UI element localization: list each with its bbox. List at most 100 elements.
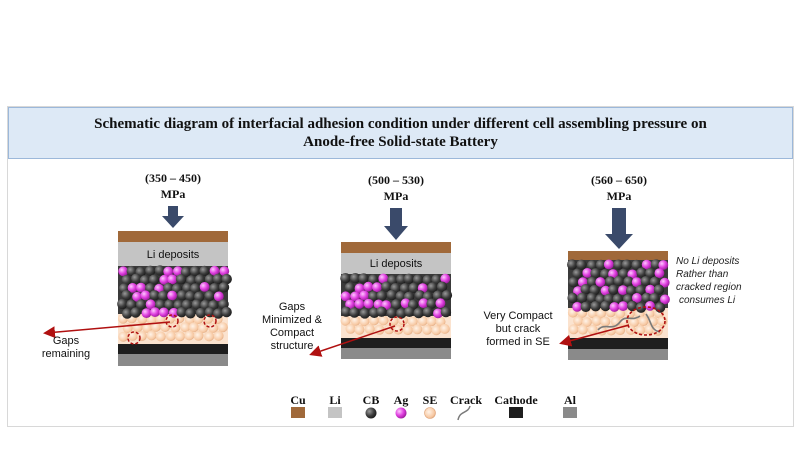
se-particle	[577, 324, 588, 335]
cb-particle	[164, 299, 175, 310]
cell-3-side-note-line-3: cracked region	[676, 282, 742, 293]
cb-particle	[126, 265, 137, 277]
ag-particle	[136, 282, 146, 293]
ag-particle	[631, 277, 642, 287]
cb-particle	[399, 283, 411, 294]
cb-particle	[567, 259, 578, 270]
se-particle	[435, 316, 446, 327]
cb-particle	[185, 290, 196, 302]
se-particle	[587, 324, 598, 335]
crack-curve-icon	[457, 405, 471, 421]
cell-1-cathode-band	[118, 344, 228, 354]
cb-particle	[149, 290, 160, 301]
title-box: Schematic diagram of interfacial adhesio…	[8, 107, 793, 159]
se-particle	[208, 322, 219, 333]
se-particle-icon	[424, 407, 436, 419]
cb-particle	[590, 301, 601, 312]
cell-1-gap-markers	[127, 314, 217, 345]
se-particle	[417, 315, 428, 326]
cb-particle	[580, 284, 591, 295]
cb-particle	[590, 268, 601, 279]
cell-2-li-label: Li deposits	[370, 258, 423, 270]
ag-particle	[363, 298, 374, 309]
cb-particle	[396, 308, 407, 319]
cell-3-al-layer	[568, 349, 668, 360]
cb-particle	[595, 259, 607, 271]
legend-label-se: SE	[423, 393, 438, 407]
ag-particle	[660, 294, 670, 305]
se-particle	[439, 323, 450, 334]
cell-1-pointer	[43, 321, 171, 339]
se-particle	[407, 316, 418, 327]
cb-particle	[204, 307, 216, 318]
cell-2-note-line-4: structure	[271, 340, 314, 352]
cell-2-pressure-range: (500 – 530)	[368, 173, 424, 187]
cell-3-side-note-line-2: Rather than	[676, 269, 729, 280]
ag-particle	[199, 282, 210, 292]
ag-particle	[132, 291, 143, 302]
cb-particle	[650, 259, 662, 270]
se-particle	[359, 316, 370, 327]
cb-particle	[654, 302, 666, 313]
cb-particle	[386, 307, 397, 319]
se-particle	[426, 316, 437, 327]
legend-label-li: Li	[329, 393, 341, 407]
se-particle	[118, 331, 129, 342]
se-particle	[393, 324, 404, 335]
se-particle	[615, 308, 626, 319]
cb-particle	[414, 290, 426, 301]
cb-particle	[589, 284, 600, 296]
se-particle	[340, 315, 351, 326]
cb-particle	[580, 301, 591, 312]
se-particle	[378, 315, 389, 326]
cb-particle	[199, 265, 210, 277]
cb-particle	[204, 290, 215, 301]
se-particle	[155, 331, 166, 342]
legend-label-crack: Crack	[450, 393, 482, 407]
ag-particle	[582, 268, 593, 278]
ag-particle	[440, 273, 451, 284]
cell-2-pressure-arrow-icon	[384, 208, 408, 240]
cb-particle	[600, 268, 611, 280]
ag-particle	[645, 284, 656, 295]
cell-2-note-line-1: Gaps	[279, 301, 306, 313]
legend-label-cathode: Cathode	[494, 393, 538, 407]
cell-3-crack-marker	[626, 306, 666, 336]
cb-particle	[182, 282, 193, 294]
cb-particle	[640, 276, 652, 287]
cell-1-cathode-layer	[117, 265, 232, 319]
cb-particle	[358, 273, 369, 284]
cb-particle	[386, 289, 397, 301]
cb-particle	[432, 290, 444, 301]
cb-particle	[568, 277, 579, 288]
cell-1-pressure-range: (350 – 450)	[145, 171, 201, 185]
cb-particle	[577, 292, 588, 303]
li-swatch-icon	[328, 407, 342, 418]
ag-particle	[603, 259, 614, 270]
cb-particle	[412, 274, 424, 285]
cb-particle	[625, 285, 637, 296]
cb-particle	[340, 306, 352, 317]
se-particle	[184, 330, 195, 341]
ag-particle	[213, 291, 224, 302]
cb-particle	[440, 306, 452, 318]
ag-particle	[127, 283, 138, 293]
cb-particle	[344, 282, 356, 293]
cell-1-note-line-1: Gaps	[53, 335, 80, 347]
cell-3-side-note-line-4: consumes Li	[679, 295, 736, 306]
cb-particle	[613, 259, 624, 270]
ag-particle	[595, 277, 606, 287]
cb-particle	[191, 299, 202, 310]
cb-particle	[359, 308, 370, 319]
cell-1-note-line-2: remaining	[42, 348, 90, 360]
cb-particle	[431, 274, 442, 285]
cb-particle	[177, 290, 188, 301]
ag-particle	[645, 301, 655, 311]
cell-1-cu-layer	[118, 231, 228, 242]
cb-particle	[126, 299, 137, 310]
cb-particle	[185, 308, 196, 319]
se-particle	[350, 315, 361, 326]
cb-particle	[368, 274, 379, 285]
se-particle	[354, 324, 365, 335]
cb-particle	[605, 276, 616, 287]
